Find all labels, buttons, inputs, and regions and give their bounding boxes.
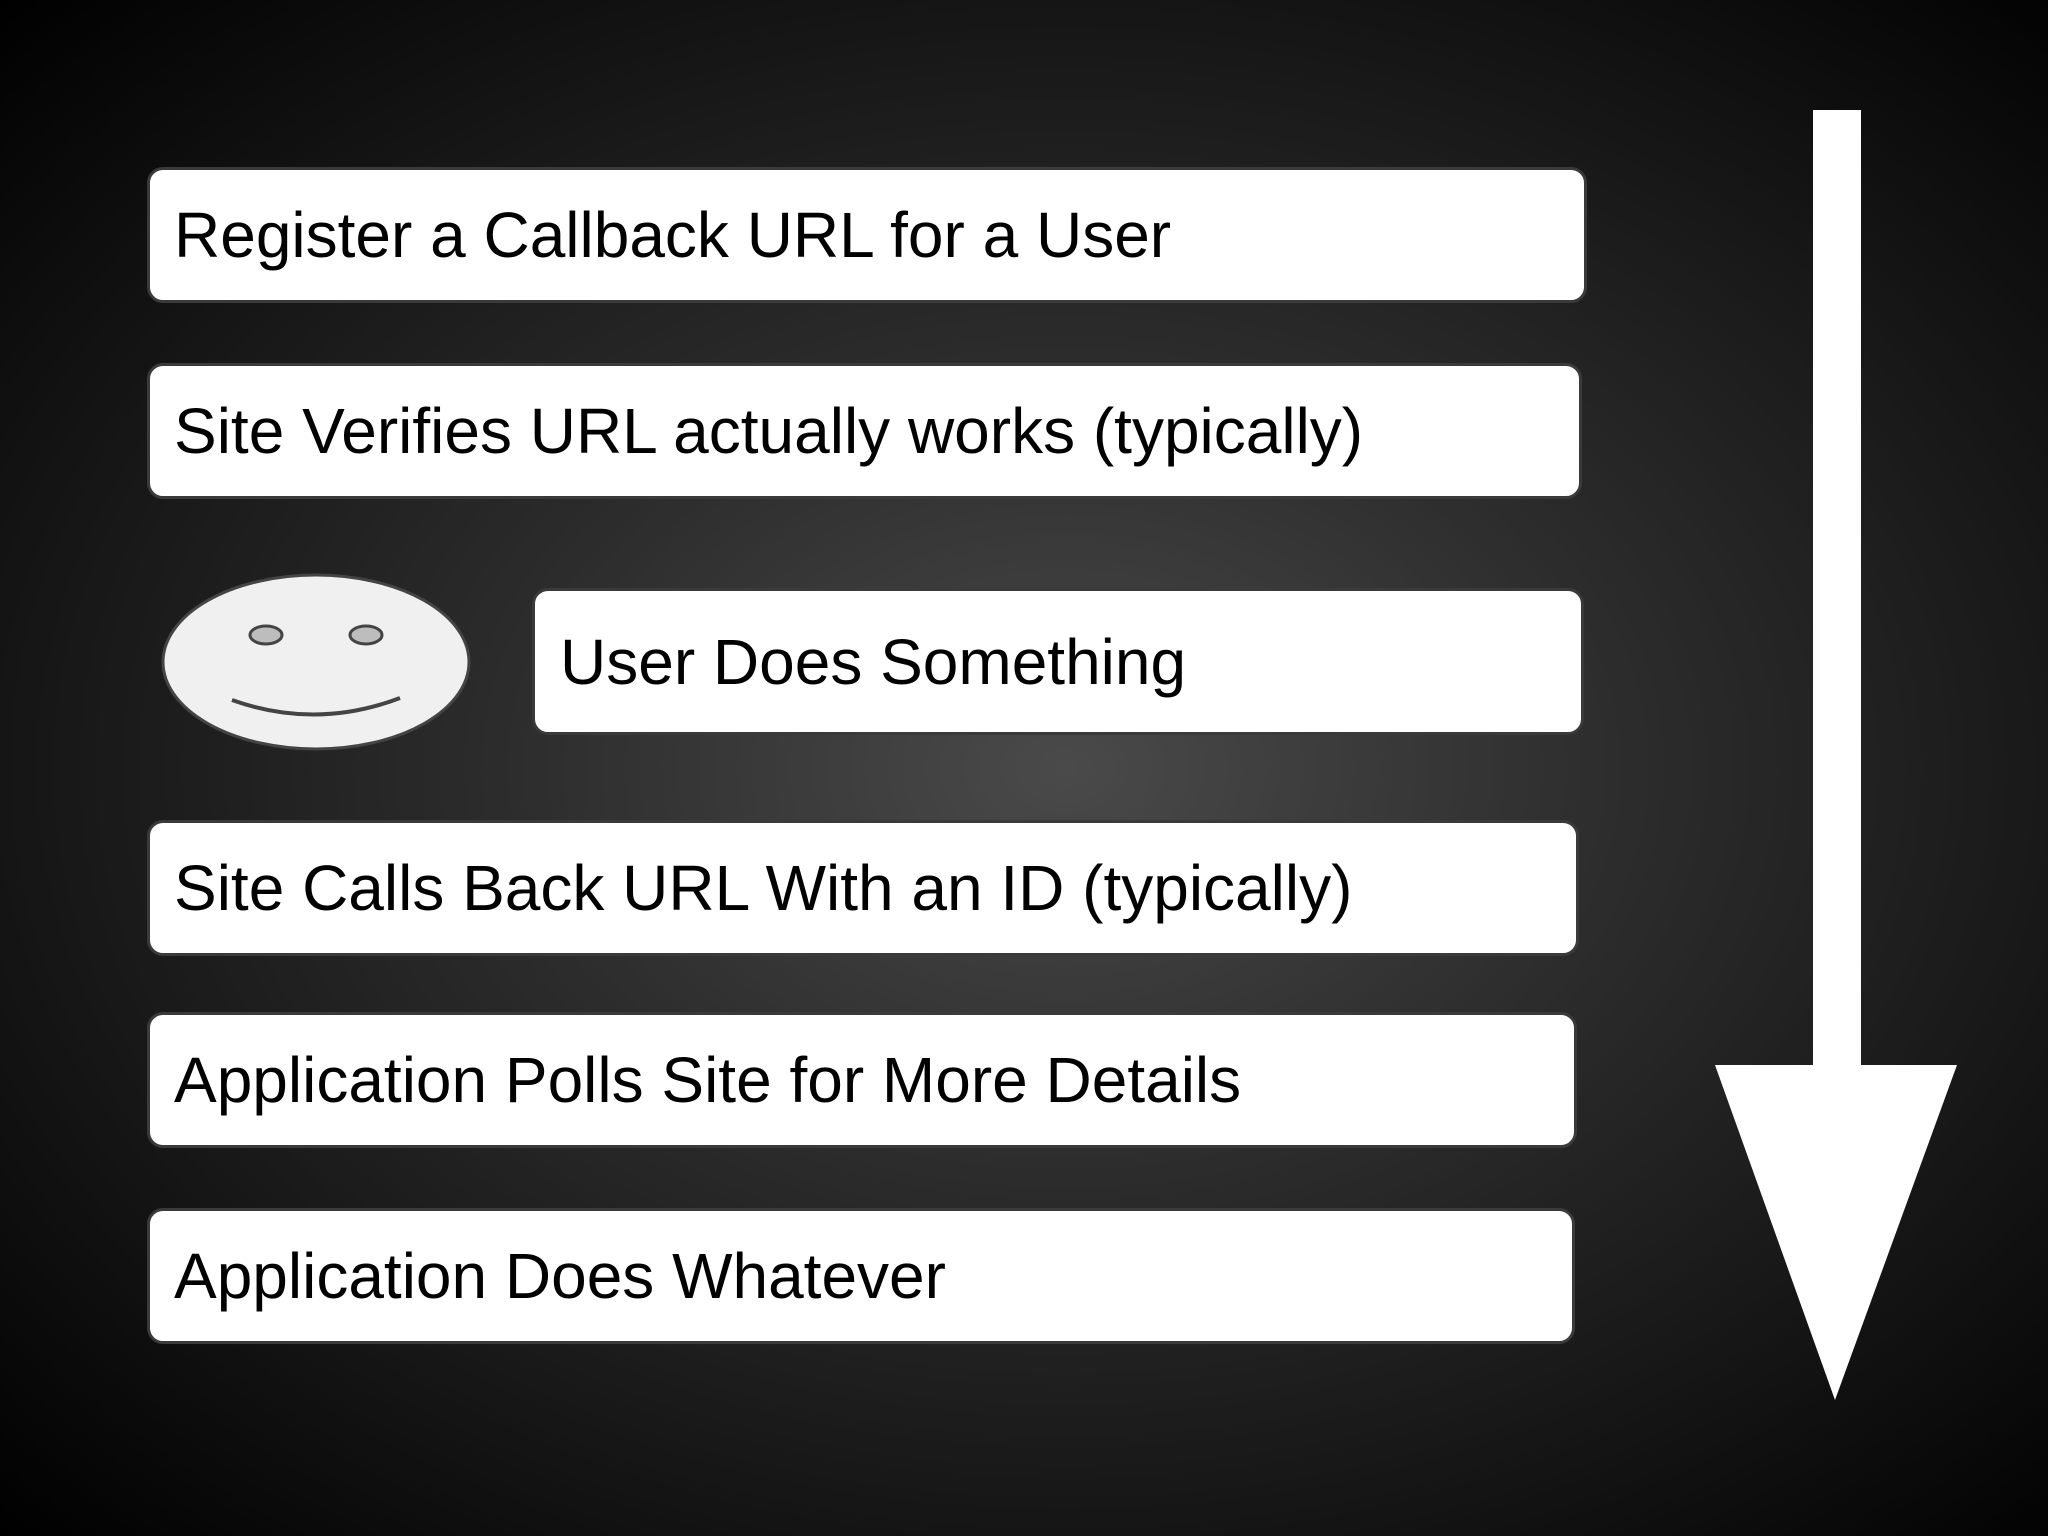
step-register-callback-url: Register a Callback URL for a User	[147, 167, 1587, 303]
step-label: Register a Callback URL for a User	[174, 199, 1172, 271]
step-application-does-whatever: Application Does Whatever	[147, 1208, 1575, 1344]
arrow-shaft	[1813, 110, 1861, 1070]
step-label: User Does Something	[560, 625, 1187, 698]
step-site-calls-back-url: Site Calls Back URL With an ID (typicall…	[147, 820, 1579, 956]
step-label: Application Does Whatever	[174, 1240, 946, 1312]
step-label: Site Verifies URL actually works (typica…	[174, 395, 1364, 467]
smile-mouth	[231, 696, 401, 717]
step-application-polls-site: Application Polls Site for More Details	[147, 1012, 1577, 1148]
step-label: Application Polls Site for More Details	[174, 1044, 1242, 1116]
arrow-head	[1715, 1065, 1957, 1400]
step-label: Site Calls Back URL With an ID (typicall…	[174, 852, 1353, 924]
step-user-does-something: User Does Something	[532, 588, 1584, 735]
smiley-face-icon	[161, 573, 471, 751]
left-eye	[248, 624, 284, 646]
down-arrow-icon	[1715, 110, 1957, 1400]
right-eye	[348, 624, 384, 646]
face-outline	[161, 573, 471, 751]
step-site-verifies-url: Site Verifies URL actually works (typica…	[147, 363, 1582, 499]
